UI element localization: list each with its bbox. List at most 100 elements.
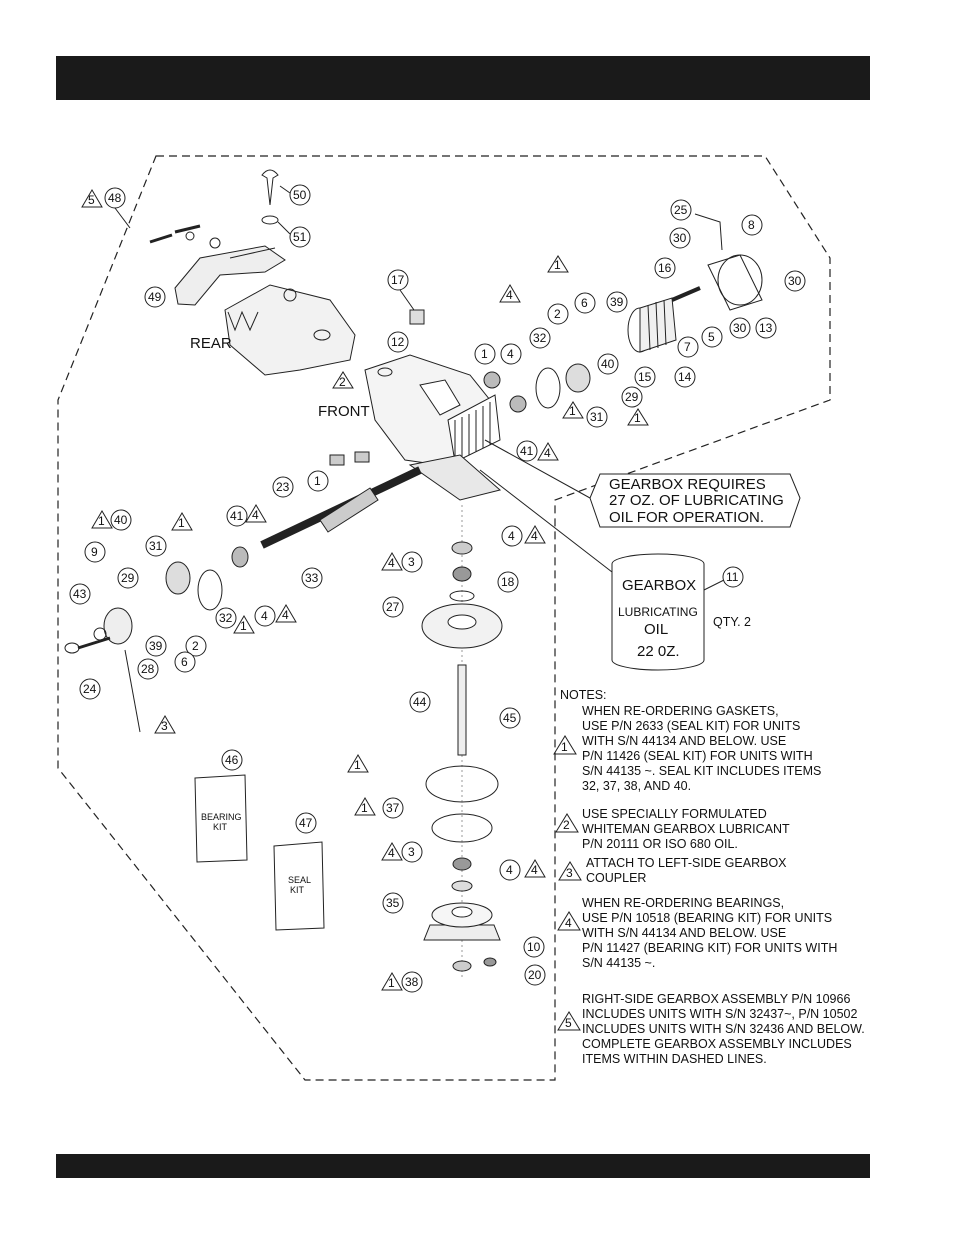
callout-41-right: 41 4 xyxy=(516,440,559,462)
svg-text:48: 48 xyxy=(108,191,122,205)
flag-2: 2 xyxy=(332,371,354,389)
svg-text:5: 5 xyxy=(708,330,715,344)
bearing-kit-bag: 46 BEARING KIT xyxy=(194,749,248,863)
ring-gear xyxy=(408,394,502,501)
svg-text:OIL: OIL xyxy=(644,621,668,638)
svg-text:1: 1 xyxy=(561,740,568,754)
notes-section: NOTES: 1 WHEN RE-ORDERING GASKETS, USE P… xyxy=(553,688,865,1066)
screw-50: 50 xyxy=(261,169,311,206)
svg-text:ITEMS WITHIN DASHED LINES.: ITEMS WITHIN DASHED LINES. xyxy=(582,1052,767,1066)
svg-text:12: 12 xyxy=(391,335,405,349)
svg-text:31: 31 xyxy=(149,539,163,553)
top-cover-plate xyxy=(149,224,286,306)
svg-text:1: 1 xyxy=(361,801,368,815)
left-side-parts: 41 4 1 1 40 9 31 29 43 32 1 4 4 2 6 39 xyxy=(64,504,297,734)
svg-text:WHITEMAN GEARBOX LUBRICANT: WHITEMAN GEARBOX LUBRICANT xyxy=(582,822,790,836)
svg-text:4: 4 xyxy=(565,916,572,930)
svg-text:USE P/N 10518 (BEARING KIT) FO: USE P/N 10518 (BEARING KIT) FOR UNITS xyxy=(582,911,832,925)
coupler-13: 13 16 7 5 30 25 30 8 30 xyxy=(654,199,806,358)
svg-text:6: 6 xyxy=(581,296,588,310)
svg-text:KIT: KIT xyxy=(213,822,228,832)
svg-text:35: 35 xyxy=(386,896,400,910)
svg-text:1: 1 xyxy=(354,758,361,772)
svg-text:49: 49 xyxy=(148,290,162,304)
svg-text:43: 43 xyxy=(73,587,87,601)
svg-text:27: 27 xyxy=(386,600,400,614)
svg-text:44: 44 xyxy=(413,695,427,709)
svg-text:4: 4 xyxy=(531,529,538,543)
svg-text:32, 37, 38, AND 40.: 32, 37, 38, AND 40. xyxy=(582,779,691,793)
svg-text:SEAL: SEAL xyxy=(288,875,311,885)
svg-text:USE P/N 2633 (SEAL KIT) FOR UN: USE P/N 2633 (SEAL KIT) FOR UNITS xyxy=(582,719,800,733)
svg-text:3: 3 xyxy=(408,845,415,859)
svg-text:4: 4 xyxy=(282,608,289,622)
rear-housing xyxy=(224,284,356,376)
svg-text:1: 1 xyxy=(569,404,576,418)
svg-text:COMPLETE GEARBOX ASSEMBLY INCL: COMPLETE GEARBOX ASSEMBLY INCLUDES xyxy=(582,1037,852,1051)
svg-text:41: 41 xyxy=(520,444,534,458)
svg-text:27 OZ. OF LUBRICATING: 27 OZ. OF LUBRICATING xyxy=(609,492,784,509)
svg-text:7: 7 xyxy=(684,340,691,354)
svg-text:4: 4 xyxy=(261,609,268,623)
svg-text:4: 4 xyxy=(507,347,514,361)
svg-text:4: 4 xyxy=(506,863,513,877)
svg-text:15: 15 xyxy=(638,370,652,384)
svg-text:10: 10 xyxy=(527,940,541,954)
svg-text:6: 6 xyxy=(181,655,188,669)
svg-text:30: 30 xyxy=(733,321,747,335)
svg-text:46: 46 xyxy=(225,753,239,767)
svg-text:1: 1 xyxy=(634,411,641,425)
svg-text:4: 4 xyxy=(544,446,551,460)
svg-text:GEARBOX REQUIRES: GEARBOX REQUIRES xyxy=(609,476,766,493)
svg-text:28: 28 xyxy=(141,662,155,676)
svg-text:NOTES:: NOTES: xyxy=(560,688,607,702)
callout-49: 49 xyxy=(144,286,166,308)
svg-text:14: 14 xyxy=(678,370,692,384)
svg-text:S/N 44135 ~. SEAL KIT INCLUDES: S/N 44135 ~. SEAL KIT INCLUDES ITEMS xyxy=(582,764,821,778)
svg-text:ATTACH TO LEFT-SIDE GEARBOX: ATTACH TO LEFT-SIDE GEARBOX xyxy=(586,856,787,870)
lubrication-callout: GEARBOX REQUIRES 27 OZ. OF LUBRICATING O… xyxy=(484,439,801,528)
svg-text:40: 40 xyxy=(114,513,128,527)
svg-text:16: 16 xyxy=(658,261,672,275)
svg-text:8: 8 xyxy=(748,218,755,232)
svg-text:1: 1 xyxy=(314,474,321,488)
flag-4-upper: 4 4 xyxy=(499,284,527,413)
svg-text:32: 32 xyxy=(533,331,547,345)
svg-text:P/N 11426 (SEAL KIT) FOR UNITS: P/N 11426 (SEAL KIT) FOR UNITS WITH xyxy=(582,749,813,763)
cover-31: 31 1 xyxy=(562,363,608,428)
svg-text:WHEN RE-ORDERING BEARINGS,: WHEN RE-ORDERING BEARINGS, xyxy=(582,896,784,910)
svg-text:4: 4 xyxy=(388,556,395,570)
svg-text:23: 23 xyxy=(276,480,290,494)
svg-text:GEARBOX: GEARBOX xyxy=(622,577,696,594)
svg-text:4: 4 xyxy=(388,846,395,860)
svg-text:3: 3 xyxy=(566,866,573,880)
svg-text:INCLUDES UNITS WITH S/N 32436: INCLUDES UNITS WITH S/N 32436 AND BELOW. xyxy=(582,1022,865,1036)
vertical-stack: 4 4 4 3 18 27 44 45 1 1 37 4 3 4 4 xyxy=(347,505,546,993)
svg-text:29: 29 xyxy=(121,571,135,585)
svg-text:51: 51 xyxy=(293,230,307,244)
svg-text:32: 32 xyxy=(219,611,233,625)
svg-text:S/N 44135 ~.: S/N 44135 ~. xyxy=(582,956,655,970)
svg-text:20: 20 xyxy=(528,968,542,982)
svg-text:5: 5 xyxy=(565,1016,572,1030)
svg-text:40: 40 xyxy=(601,357,615,371)
svg-text:KIT: KIT xyxy=(290,885,305,895)
svg-text:18: 18 xyxy=(501,575,515,589)
svg-text:41: 41 xyxy=(230,509,244,523)
svg-text:3: 3 xyxy=(161,719,168,733)
rear-label: REAR xyxy=(190,335,232,352)
svg-text:47: 47 xyxy=(299,816,313,830)
svg-text:INCLUDES UNITS WITH S/N 32437~: INCLUDES UNITS WITH S/N 32437~, P/N 1050… xyxy=(582,1007,857,1021)
svg-text:13: 13 xyxy=(759,321,773,335)
oil-can: GEARBOX LUBRICATING OIL 22 0Z. 11 QTY. 2 xyxy=(479,469,751,671)
header-bar xyxy=(56,56,870,100)
svg-text:1: 1 xyxy=(388,976,395,990)
front-label: FRONT xyxy=(318,403,370,420)
svg-text:1: 1 xyxy=(554,258,561,272)
svg-text:2: 2 xyxy=(339,375,346,389)
svg-text:25: 25 xyxy=(674,203,688,217)
coupling-14: 15 14 xyxy=(627,297,696,388)
bearing-1-upper: 1 xyxy=(474,343,501,389)
parts-2-6: 2 6 39 40 29 1 xyxy=(547,291,649,426)
